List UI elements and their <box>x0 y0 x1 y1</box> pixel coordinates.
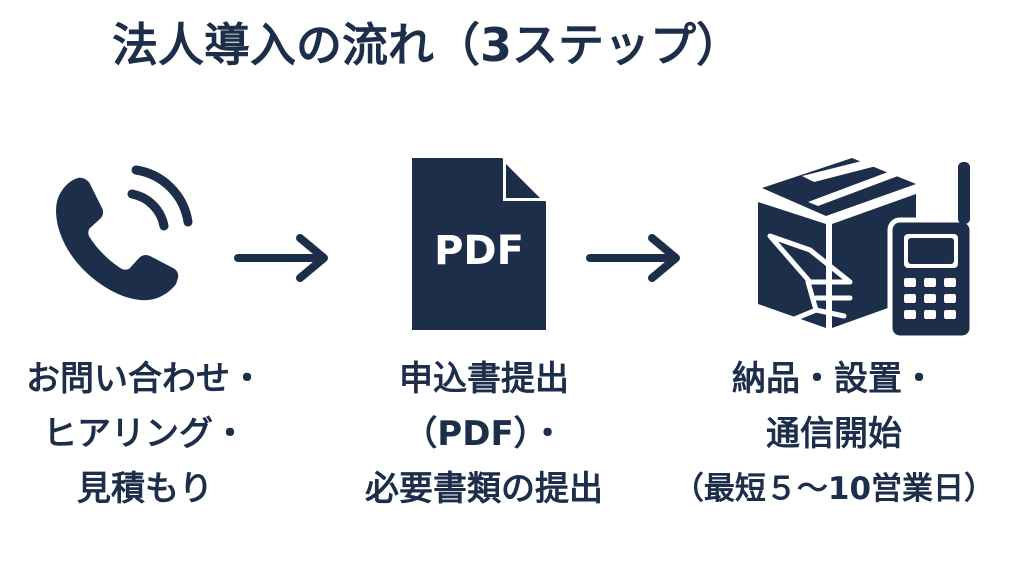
phone-icon <box>40 160 200 320</box>
step-1-line-1: お問い合わせ・ <box>26 359 264 399</box>
arrow-right-icon <box>586 232 686 288</box>
step-3-label: 納品・設置・ 通信開始 （最短５〜10営業日） <box>648 352 1020 517</box>
step-3-line-1: 納品・設置・ <box>732 359 936 399</box>
step-1-line-3: 見積もり <box>77 469 213 509</box>
step-3-line-2: 通信開始 <box>766 414 902 454</box>
pdf-document-icon: PDF <box>412 158 546 330</box>
step-2-line-1: 申込書提出 <box>399 359 569 399</box>
delivery-box-device-icon <box>752 158 974 340</box>
step-3-line-3: （最短５〜10営業日） <box>672 471 996 507</box>
step-1-label: お問い合わせ・ ヒアリング・ 見積もり <box>0 352 290 517</box>
step-2-line-3: 必要書類の提出 <box>365 469 603 509</box>
arrow-right-icon <box>234 232 334 288</box>
page-title: 法人導入の流れ（3ステップ） <box>112 18 743 72</box>
step-2-label: 申込書提出 （PDF）・ 必要書類の提出 <box>324 352 644 517</box>
pdf-label: PDF <box>434 228 524 274</box>
step-2-line-2: （PDF）・ <box>403 414 565 454</box>
step-1-line-2: ヒアリング・ <box>43 414 247 454</box>
